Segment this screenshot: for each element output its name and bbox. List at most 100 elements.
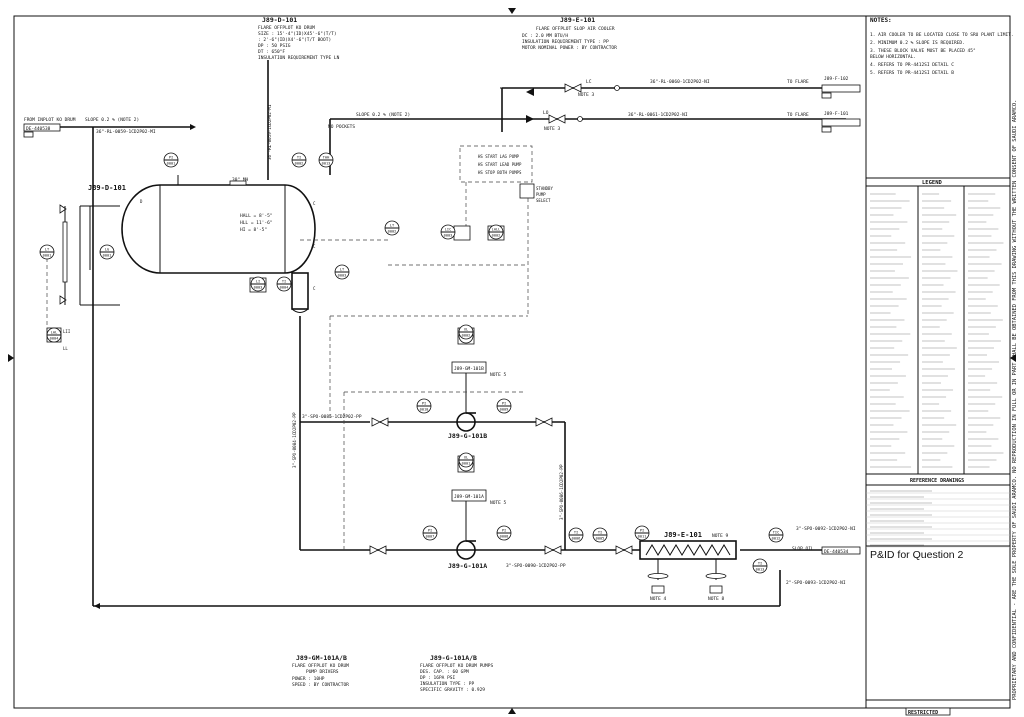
note-line: 4. REFERS TO PR-4412SI DETAIL C bbox=[870, 62, 954, 68]
instrument-number: 0003 bbox=[444, 234, 453, 238]
drum-header-line: FLARE OFFPLOT KO DRUM bbox=[258, 25, 315, 31]
instrument-function: TIC bbox=[773, 531, 780, 535]
instrument-function: TI bbox=[574, 531, 578, 535]
instrument-number: 0003 bbox=[338, 274, 347, 278]
pump-a-driver: J89-GM-101A bbox=[454, 494, 484, 500]
instrument-function: XL bbox=[464, 328, 468, 332]
drum-level-label: HI = 8'-5" bbox=[240, 227, 267, 233]
sheet-border bbox=[13, 15, 1011, 709]
legend-line: SPEED : BY CONTRACTOR bbox=[292, 682, 349, 688]
hs-label: HS STOP BOTH PUMPS bbox=[478, 170, 522, 175]
instrument-function: PI bbox=[502, 529, 506, 533]
cooler-note: NOTE 9 bbox=[712, 533, 729, 539]
flare-note-label: NOTE 3 bbox=[578, 92, 595, 98]
instrument-number: 0010 bbox=[420, 408, 429, 412]
instrument-function: LT bbox=[45, 248, 50, 252]
note-line: BELOW HORIZONTAL. bbox=[870, 54, 916, 60]
cooler-header-line: MOTOR NOMINAL POWER : BY CONTRACTOR bbox=[522, 45, 617, 51]
note-line: 3. THESE BLOCK VALVE MUST BE PLACED 45° bbox=[870, 48, 976, 54]
instrument-number: 0008 bbox=[500, 535, 509, 539]
instrument-number: 0001 bbox=[103, 254, 112, 258]
pump-a-tag: J89-G-101A bbox=[448, 562, 487, 570]
cooler-header: J89-E-101 FLARE OFFPLOT SLOP AIR COOLER … bbox=[522, 16, 617, 51]
cooler-header-line: DC : 2.0 MM BTU/H bbox=[522, 33, 568, 39]
legend-line: POWER : 10HP bbox=[292, 676, 325, 682]
standby-label: STANDBY bbox=[536, 186, 553, 191]
legend-symbol-rows bbox=[870, 193, 1004, 468]
instrument-number: 0001 bbox=[167, 162, 176, 166]
right-center-marker bbox=[1010, 354, 1016, 362]
inlet-source-label: FROM INPLOT KO DRUM bbox=[24, 117, 76, 123]
instrument-function: TI bbox=[282, 280, 286, 284]
instrument-number: 0004 bbox=[50, 337, 59, 341]
legend-line: FLARE OFFPLOT KO DRUM PUMPS bbox=[420, 663, 493, 669]
top-center-marker bbox=[508, 8, 516, 14]
select-label: SELECT bbox=[536, 198, 551, 203]
reference-rows bbox=[866, 490, 1010, 548]
discharge-a-line-number: 3"-SPO-0090-1CD2P02-PP bbox=[506, 563, 566, 569]
pump-driver-legend: J89-GM-101A/B FLARE OFFPLOT KO DRUM PUMP… bbox=[292, 654, 349, 688]
instrument-function: TI bbox=[758, 562, 762, 566]
instrument-number: 0003 bbox=[254, 286, 263, 290]
instrument-function: TI bbox=[297, 156, 301, 160]
instrument-number: 0006 bbox=[572, 537, 581, 541]
slope-note: SLOPE 0.2 % (NOTE 2) bbox=[356, 112, 410, 118]
pump-b-note: NOTE 5 bbox=[490, 372, 507, 378]
instrument-function: PI bbox=[169, 156, 173, 160]
instrument-function: LIC bbox=[445, 228, 452, 232]
hs-label: HS START LEAD PUMP bbox=[478, 162, 522, 167]
drum-level-label: HALL = 8'-5" bbox=[240, 213, 273, 219]
legend-line: DES. CAP. : 60 GPM bbox=[420, 669, 469, 675]
legend-line: FLARE OFFPLOT KO DRUM bbox=[292, 663, 349, 669]
drum-header-line: INSULATION REQUIREMENT TYPE LN bbox=[258, 55, 340, 61]
pump-b-tag: J89-G-101B bbox=[448, 432, 487, 440]
pump-a-note: NOTE 5 bbox=[490, 500, 507, 506]
flare-line-number: 36"-RL-0060-1CD2P02-NI bbox=[650, 79, 710, 85]
drum-header-line: SIZE : 15'-4"(ID)X45'-6"(T/T) bbox=[258, 31, 337, 37]
cooler-header-line: INSULATION REQUIREMENT TYPE : PP bbox=[522, 39, 609, 45]
instrument-number: 0004 bbox=[280, 286, 289, 290]
legend-title: LEGEND bbox=[922, 180, 943, 186]
inlet-line-number: 36"-RL-0059-1CD2P02-MI bbox=[96, 129, 156, 135]
drum-header-line: : 2'-6"(ID)X4'-6"(T/T BOOT) bbox=[258, 37, 331, 43]
cooler-header-line: J89-E-101 bbox=[560, 16, 595, 24]
manhole-label: 30" MH bbox=[232, 177, 249, 183]
title-block: NOTES: 1. AIR COOLER TO BE LOCATED CLOSE… bbox=[865, 17, 1018, 716]
drum-level-label: HLL = 11'-6" bbox=[240, 220, 273, 226]
instrument-number: 0007 bbox=[426, 535, 435, 539]
pump-label: PUMP bbox=[536, 192, 546, 197]
restricted-stamp: RESTRICTED bbox=[908, 710, 938, 716]
legend-line: PUMP DRIVERS bbox=[306, 669, 339, 675]
fan-note: NOTE 8 bbox=[708, 596, 725, 602]
lock-open-label: LO bbox=[543, 110, 549, 116]
valve-symbols bbox=[369, 417, 633, 555]
instrument-function: PI bbox=[502, 402, 506, 406]
instrument-number: 0002 bbox=[462, 334, 471, 338]
inlet-line: FROM INPLOT KO DRUM DE-440538 SLOPE 0.2 … bbox=[23, 60, 272, 196]
reference-title: REFERENCE DRAWINGS bbox=[910, 478, 964, 484]
drum-header-line: DT : 650°F bbox=[258, 49, 285, 55]
drum-header-line: J89-D-101 bbox=[262, 16, 297, 24]
legend-line: J89-G-101A/B bbox=[430, 654, 477, 662]
note-line: 1. AIR COOLER TO BE LOCATED CLOSE TO SRU… bbox=[870, 32, 1014, 38]
low-level-label: LL bbox=[63, 346, 68, 351]
no-pockets-label: NO POCKETS bbox=[328, 124, 355, 130]
return-line-number: 2"-SPO-0093-1CD2P02-NI bbox=[786, 580, 846, 586]
lal-label: LII bbox=[63, 329, 71, 334]
instrument-number: 0012 bbox=[772, 537, 781, 541]
suction-b-line-number: 3"-SPO-0085-1CD2P02-PP bbox=[302, 414, 362, 420]
slope-note: SLOPE 0.2 % (NOTE 2) bbox=[85, 117, 139, 123]
instrument-number: 0001 bbox=[43, 254, 52, 258]
bottom-center-marker bbox=[508, 708, 516, 714]
cooler-outlet-line: 3"-SPO-0092-1CD2P02-NI bbox=[796, 526, 856, 532]
nozzle-d: D bbox=[140, 199, 143, 204]
pump-legend: J89-G-101A/B FLARE OFFPLOT KO DRUM PUMPS… bbox=[420, 654, 493, 693]
flare-line-1: LC NOTE 3 36"-RL-0060-1CD2P02-NI TO FLAR… bbox=[500, 76, 861, 132]
drum-header: J89-D-101 FLARE OFFPLOT KO DRUM SIZE : 1… bbox=[258, 16, 340, 61]
note-line: 2. MINIMUM 0.2 % SLOPE IS REQUIRED. bbox=[870, 40, 965, 46]
lock-closed-label: LC bbox=[586, 79, 592, 85]
instrument-function: TAH bbox=[323, 156, 330, 160]
boot-outlet-piping: 3"-SPO-0084-1CD2P02-PP 3"-SPO-0086-1CD2P… bbox=[92, 196, 846, 609]
